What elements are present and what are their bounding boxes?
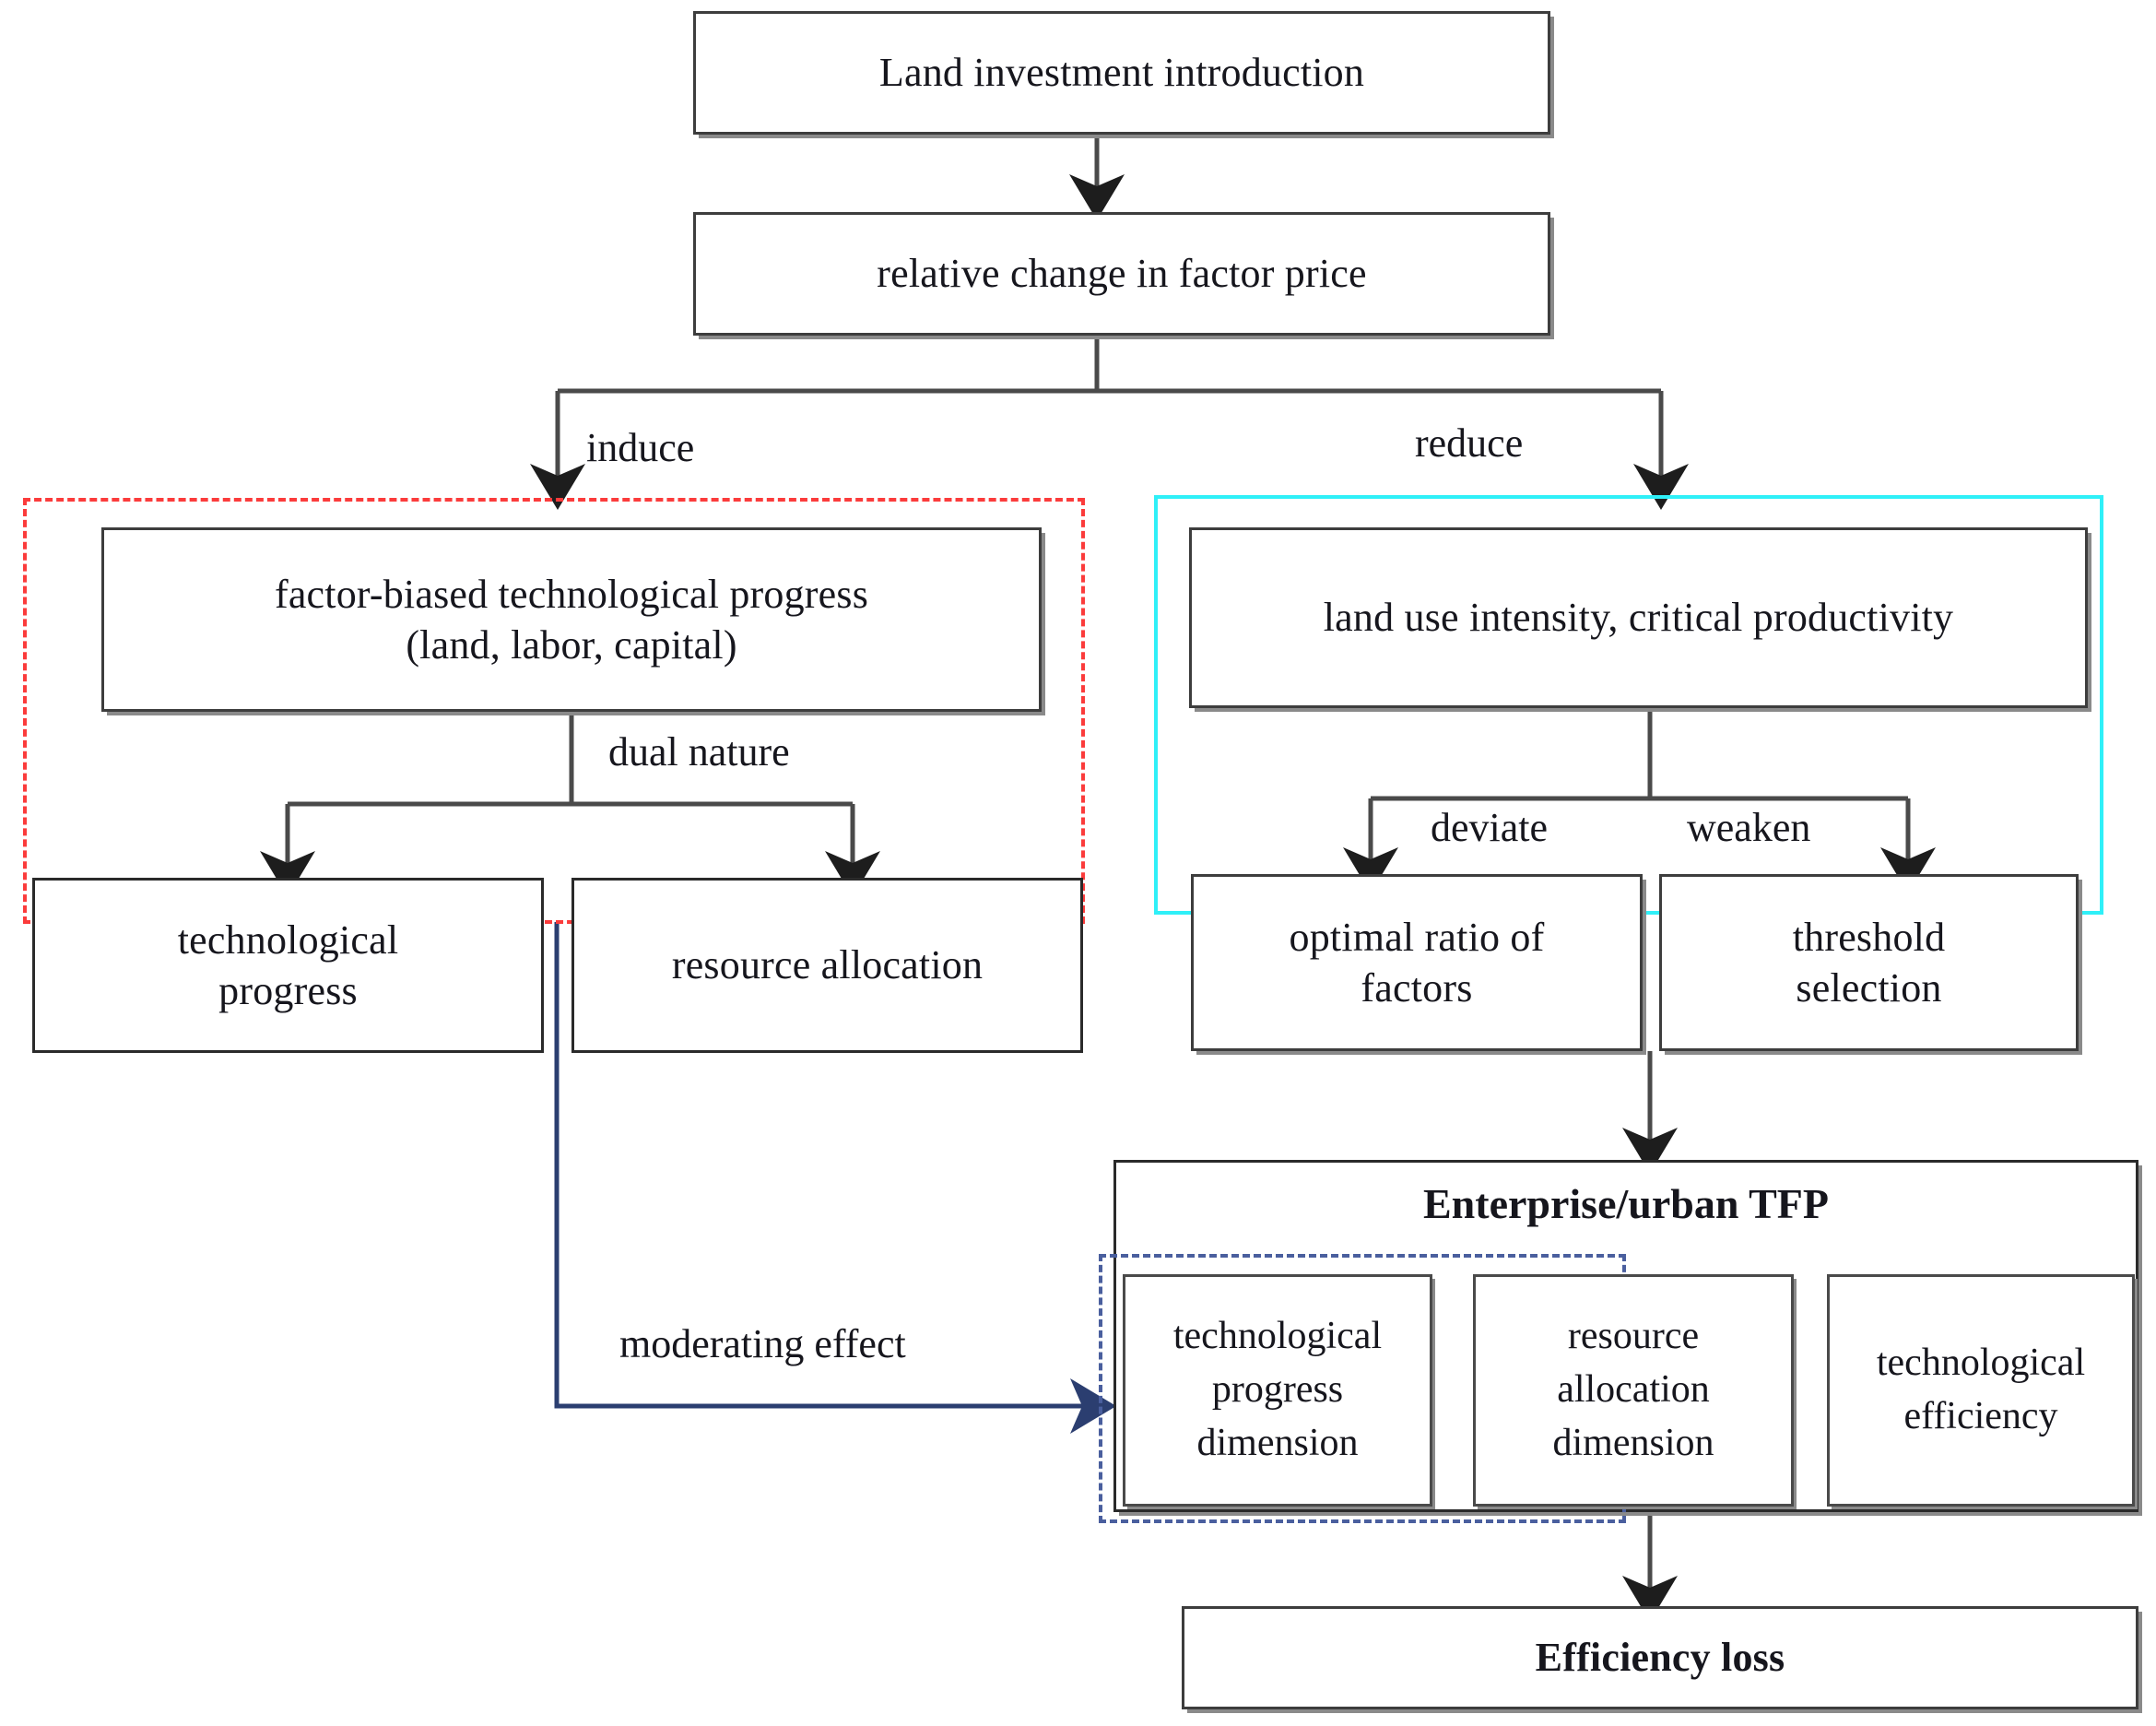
edge-label-reduce: reduce bbox=[1415, 420, 1524, 466]
threshold-line2: selection bbox=[1796, 965, 1942, 1011]
edge-label-moderating-effect: moderating effect bbox=[619, 1321, 906, 1366]
edge-label-induce: induce bbox=[586, 425, 695, 470]
tfp-cell-0-line1: technological bbox=[1172, 1315, 1383, 1358]
node-efficiency-loss-label: Efficiency loss bbox=[1535, 1635, 1785, 1681]
node-threshold-selection-label: threshold selection bbox=[1784, 912, 1955, 1014]
optimal-ratio-line2: factors bbox=[1361, 965, 1473, 1011]
tfp-cell-1-line2: allocation bbox=[1557, 1368, 1710, 1412]
tfp-cell-0-line3: dimension bbox=[1196, 1421, 1359, 1464]
node-factor-biased-technological-progress[interactable]: factor-biased technological progress (la… bbox=[101, 527, 1042, 712]
threshold-line1: threshold bbox=[1792, 914, 1946, 960]
tfp-cell-1-line3: dimension bbox=[1552, 1421, 1714, 1464]
tfp-cell-2-line1: technological bbox=[1876, 1342, 2086, 1385]
node-resource-allocation[interactable]: resource allocation bbox=[571, 878, 1083, 1053]
node-factor-biased-technological-progress-label: factor-biased technological progress (la… bbox=[265, 569, 878, 671]
node-land-investment-introduction-label: Land investment introduction bbox=[878, 50, 1365, 96]
tfp-cell-technological-progress-dimension-label: technological progress dimension bbox=[1173, 1310, 1382, 1471]
tech-progress-line1: technological bbox=[177, 916, 399, 963]
tfp-cell-technological-progress-dimension[interactable]: technological progress dimension bbox=[1123, 1274, 1432, 1507]
biased-progress-line1: factor-biased technological progress bbox=[274, 571, 869, 617]
optimal-ratio-line1: optimal ratio of bbox=[1289, 914, 1545, 960]
tfp-cell-1-line1: resource bbox=[1567, 1315, 1700, 1358]
edge-label-deviate: deviate bbox=[1431, 805, 1549, 850]
node-relative-change-in-factor-price[interactable]: relative change in factor price bbox=[693, 212, 1550, 336]
node-resource-allocation-label: resource allocation bbox=[671, 942, 984, 988]
tfp-cell-2-line2: efficiency bbox=[1903, 1395, 2058, 1437]
node-efficiency-loss[interactable]: Efficiency loss bbox=[1182, 1606, 2138, 1709]
node-technological-progress[interactable]: technological progress bbox=[32, 878, 544, 1053]
tfp-cell-0-line2: progress bbox=[1211, 1368, 1344, 1412]
edge-label-dual-nature: dual nature bbox=[608, 729, 790, 774]
tfp-cell-resource-allocation-dimension[interactable]: resource allocation dimension bbox=[1473, 1274, 1794, 1507]
tech-progress-line2: progress bbox=[218, 968, 358, 1013]
node-threshold-selection[interactable]: threshold selection bbox=[1659, 874, 2079, 1051]
tfp-cell-technological-efficiency[interactable]: technological efficiency bbox=[1827, 1274, 2135, 1507]
tfp-cell-technological-efficiency-label: technological efficiency bbox=[1877, 1337, 2085, 1444]
biased-progress-line2: (land, labor, capital) bbox=[406, 622, 737, 668]
node-land-investment-introduction[interactable]: Land investment introduction bbox=[693, 11, 1550, 135]
node-relative-change-in-factor-price-label: relative change in factor price bbox=[877, 251, 1367, 297]
tfp-title: Enterprise/urban TFP bbox=[1422, 1180, 1829, 1227]
tfp-cell-resource-allocation-dimension-label: resource allocation dimension bbox=[1553, 1310, 1714, 1471]
node-land-use-intensity[interactable]: land use intensity, critical productivit… bbox=[1189, 527, 2088, 708]
node-optimal-ratio-of-factors-label: optimal ratio of factors bbox=[1280, 912, 1554, 1014]
node-land-use-intensity-label: land use intensity, critical productivit… bbox=[1323, 595, 1954, 641]
node-technological-progress-label: technological progress bbox=[169, 915, 408, 1017]
node-optimal-ratio-of-factors[interactable]: optimal ratio of factors bbox=[1191, 874, 1643, 1051]
edge-label-weaken: weaken bbox=[1687, 805, 1811, 850]
